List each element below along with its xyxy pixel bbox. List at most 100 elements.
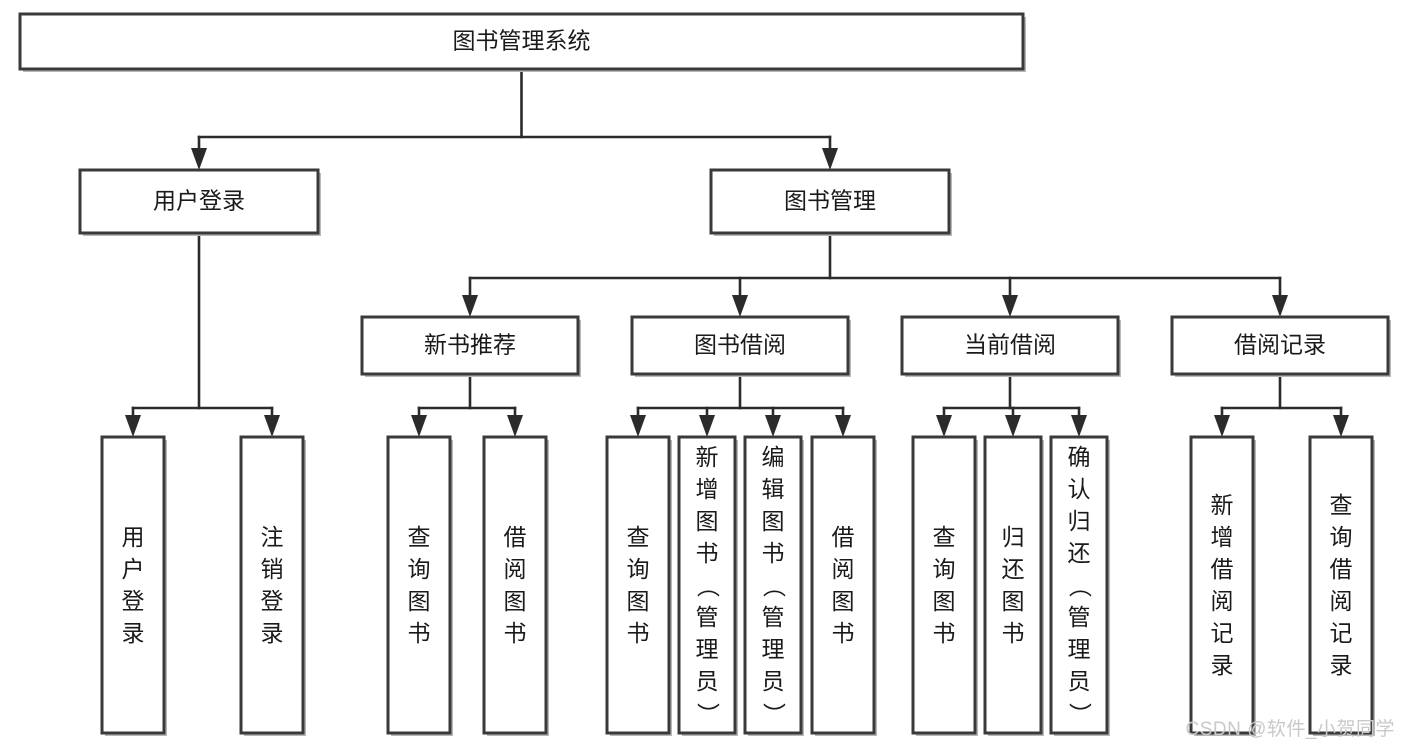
csdn-watermark: CSDN @软件_小贺同学 bbox=[1185, 719, 1395, 740]
node-label-char: 增 bbox=[696, 476, 719, 502]
node-label-char: 询 bbox=[408, 556, 431, 582]
node-label-char: 查 bbox=[933, 524, 956, 550]
node-label: 图书管理系统 bbox=[453, 28, 591, 54]
node-rect[interactable] bbox=[911, 435, 977, 735]
node-rect[interactable] bbox=[100, 435, 166, 735]
node-label-char: 员 bbox=[762, 668, 785, 694]
arrowhead-book-borrow bbox=[732, 295, 748, 317]
node-label-char: 确 bbox=[1068, 444, 1091, 470]
node-rect[interactable] bbox=[630, 315, 850, 376]
node-label-char: 书 bbox=[832, 620, 855, 646]
node-root[interactable]: 图书管理系统 bbox=[18, 12, 1026, 72]
node-rect[interactable] bbox=[810, 435, 876, 735]
node-label-char: 图 bbox=[832, 588, 855, 614]
node-boxes-layer: 图书管理系统用户登录图书管理新书推荐图书借阅当前借阅借阅记录用户登录注销登录查询… bbox=[18, 12, 1391, 736]
node-rect[interactable] bbox=[983, 435, 1043, 735]
node-label-char: （ bbox=[695, 575, 721, 598]
node-label-char: （ bbox=[761, 575, 787, 598]
node-label-char: 查 bbox=[408, 524, 431, 550]
node-label-char: 理 bbox=[696, 636, 719, 662]
node-rect[interactable] bbox=[1308, 435, 1374, 735]
node-label-char: 登 bbox=[122, 588, 145, 614]
node-book-borrow[interactable]: 图书借阅 bbox=[630, 315, 851, 377]
node-label-char: 归 bbox=[1002, 524, 1025, 550]
node-label-char: 员 bbox=[696, 668, 719, 694]
node-label-char: 阅 bbox=[1330, 588, 1353, 614]
arrowhead-leaf-return-book bbox=[1005, 415, 1021, 437]
node-rect[interactable] bbox=[605, 435, 671, 735]
node-rect[interactable] bbox=[743, 435, 803, 735]
node-rect[interactable] bbox=[18, 12, 1025, 71]
node-label-char: 图 bbox=[762, 508, 785, 534]
node-rect[interactable] bbox=[900, 315, 1120, 376]
node-rect[interactable] bbox=[239, 435, 305, 735]
node-label-char: 查 bbox=[1330, 492, 1353, 518]
node-label-char: 增 bbox=[1211, 524, 1234, 550]
node-rect[interactable] bbox=[482, 435, 548, 735]
arrowhead-leaf-user-login bbox=[125, 415, 141, 437]
node-label-char: 书 bbox=[627, 620, 650, 646]
arrowhead-leaf-query-record bbox=[1333, 415, 1349, 437]
node-label-char: 还 bbox=[1068, 540, 1091, 566]
node-label-char: 录 bbox=[1330, 652, 1353, 678]
arrowhead-leaf-query-book-bb bbox=[630, 415, 646, 437]
node-label-char: 书 bbox=[1002, 620, 1025, 646]
node-rect[interactable] bbox=[1189, 435, 1255, 735]
node-user-login[interactable]: 用户登录 bbox=[78, 168, 321, 236]
arrowhead-user-login bbox=[191, 148, 207, 170]
node-label-char: 管 bbox=[762, 604, 785, 630]
node-label-char: 图 bbox=[1002, 588, 1025, 614]
arrowhead-leaf-confirm-return bbox=[1071, 415, 1087, 437]
node-label-char: 还 bbox=[1002, 556, 1025, 582]
node-rect[interactable] bbox=[1049, 435, 1109, 735]
node-rect[interactable] bbox=[78, 168, 320, 235]
node-label-char: ） bbox=[761, 703, 787, 726]
node-label: 借阅记录 bbox=[1234, 332, 1326, 358]
node-label-char: 阅 bbox=[1211, 588, 1234, 614]
node-label-char: 图 bbox=[627, 588, 650, 614]
arrowhead-current-borrow bbox=[1002, 295, 1018, 317]
node-leaf-user-login[interactable]: 用户登录 bbox=[100, 435, 167, 736]
node-label-char: 记 bbox=[1330, 620, 1353, 646]
node-borrow-record[interactable]: 借阅记录 bbox=[1170, 315, 1391, 377]
node-label-char: 管 bbox=[696, 604, 719, 630]
node-label-char: 录 bbox=[261, 620, 284, 646]
node-label-char: 查 bbox=[627, 524, 650, 550]
node-label-char: 图 bbox=[408, 588, 431, 614]
node-label-char: 借 bbox=[504, 524, 527, 550]
arrowhead-borrow-record bbox=[1272, 295, 1288, 317]
node-label-char: 书 bbox=[762, 540, 785, 566]
node-rect[interactable] bbox=[677, 435, 737, 735]
node-label: 用户登录 bbox=[153, 188, 245, 214]
node-book-manage[interactable]: 图书管理 bbox=[709, 168, 952, 236]
node-label-char: 阅 bbox=[504, 556, 527, 582]
node-rect[interactable] bbox=[709, 168, 951, 235]
node-label-char: 书 bbox=[696, 540, 719, 566]
node-rect[interactable] bbox=[1170, 315, 1390, 376]
node-current-borrow[interactable]: 当前借阅 bbox=[900, 315, 1121, 377]
arrowhead-leaf-logout bbox=[264, 415, 280, 437]
node-rect[interactable] bbox=[386, 435, 452, 735]
arrowhead-leaf-add-book bbox=[699, 415, 715, 437]
node-label: 图书管理 bbox=[784, 188, 876, 214]
node-label-char: 用 bbox=[122, 524, 145, 550]
node-label-char: 户 bbox=[122, 556, 145, 582]
node-label-char: 录 bbox=[122, 620, 145, 646]
node-new-book-rec[interactable]: 新书推荐 bbox=[360, 315, 581, 377]
node-label-char: 销 bbox=[261, 556, 284, 582]
arrowhead-leaf-edit-book bbox=[765, 415, 781, 437]
node-rect[interactable] bbox=[360, 315, 580, 376]
